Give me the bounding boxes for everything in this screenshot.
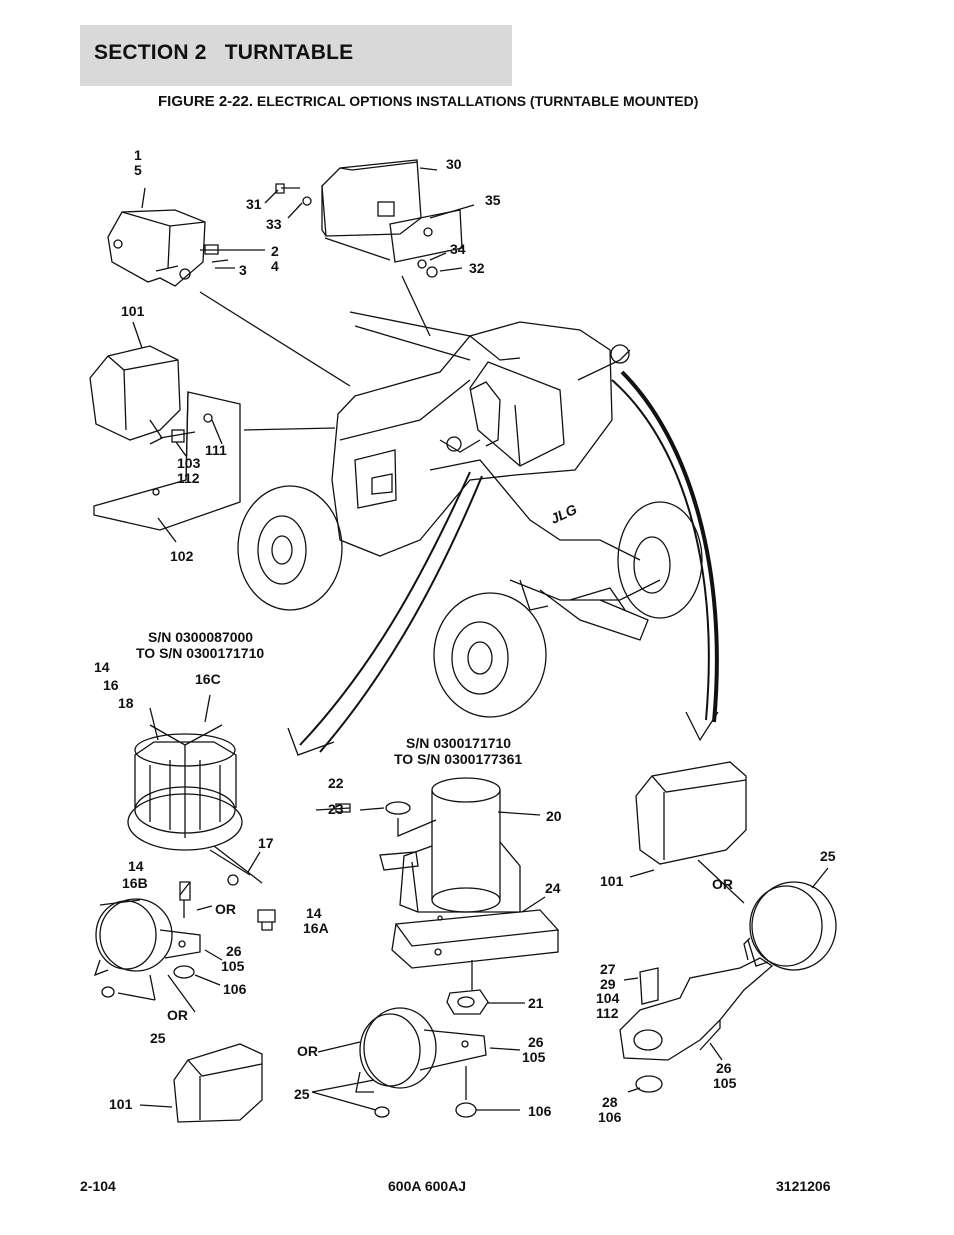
callout-101-bottom: 101 bbox=[109, 1096, 133, 1112]
top-lamp-drawing bbox=[321, 159, 463, 263]
callout-104: 104 bbox=[596, 990, 620, 1006]
callout-25-right: 25 bbox=[820, 848, 836, 864]
callout-106-left: 106 bbox=[223, 981, 247, 997]
serial-left-line2: TO S/N 0300171710 bbox=[136, 645, 264, 661]
right-lamp-drawing bbox=[619, 761, 837, 1093]
callout-16a: 16A bbox=[303, 920, 329, 936]
callout-3: 3 bbox=[239, 262, 247, 278]
callout-102: 102 bbox=[170, 548, 194, 564]
figure-number: FIGURE 2-22. bbox=[158, 93, 254, 110]
callout-27: 27 bbox=[600, 961, 616, 977]
figure-title: ELECTRICAL OPTIONS INSTALLATIONS (TURNTA… bbox=[256, 93, 699, 109]
section-label: SECTION 2 bbox=[94, 41, 207, 64]
callout-or-2: OR bbox=[167, 1007, 188, 1023]
callout-23: 23 bbox=[328, 801, 344, 817]
callout-106-right: 106 bbox=[598, 1109, 622, 1125]
serial-mid-line2: TO S/N 0300177361 bbox=[394, 751, 522, 767]
callout-14: 14 bbox=[94, 659, 110, 675]
callout-29: 29 bbox=[600, 976, 616, 992]
callout-105-mid: 105 bbox=[522, 1049, 546, 1065]
callout-111: 111 bbox=[205, 442, 227, 458]
callout-5: 5 bbox=[134, 162, 142, 178]
callout-35: 35 bbox=[485, 192, 501, 208]
callout-112-right: 112 bbox=[596, 1005, 619, 1021]
callout-34: 34 bbox=[450, 241, 466, 257]
callout-or-right: OR bbox=[712, 876, 733, 892]
callout-25-left: 25 bbox=[150, 1030, 166, 1046]
footer-doc-number: 3121206 bbox=[776, 1178, 831, 1194]
footer-model: 600A 600AJ bbox=[388, 1178, 467, 1194]
section-name: TURNTABLE bbox=[224, 41, 354, 64]
footer-page-number: 2-104 bbox=[80, 1178, 116, 1194]
beacon-bracket-drawing bbox=[107, 209, 206, 287]
middle-beacon-drawing bbox=[315, 777, 560, 1118]
callout-28: 28 bbox=[602, 1094, 618, 1110]
callout-21: 21 bbox=[528, 995, 544, 1011]
callout-2: 2 bbox=[271, 243, 279, 259]
callout-112-left: 112 bbox=[177, 470, 200, 486]
callout-or-1: OR bbox=[215, 901, 236, 917]
left-beacon-drawing bbox=[93, 724, 276, 1123]
callout-105-left: 105 bbox=[221, 958, 245, 974]
callout-103: 103 bbox=[177, 455, 201, 471]
callout-101-left: 101 bbox=[121, 303, 145, 319]
callout-25-mid: 25 bbox=[294, 1086, 310, 1102]
section-header-bar: SECTION 2 TURNTABLE bbox=[80, 25, 512, 86]
callout-14-c: 14 bbox=[306, 905, 322, 921]
callout-26-right: 26 bbox=[716, 1060, 732, 1076]
serial-mid-line1: S/N 0300171710 bbox=[406, 735, 511, 751]
callout-18: 18 bbox=[118, 695, 134, 711]
callout-106-mid: 106 bbox=[528, 1103, 552, 1119]
callout-26-left: 26 bbox=[226, 943, 242, 959]
callout-17: 17 bbox=[258, 835, 274, 851]
callout-1: 1 bbox=[134, 147, 142, 163]
callout-4: 4 bbox=[271, 258, 279, 274]
callout-14-b: 14 bbox=[128, 858, 144, 874]
figure-caption: FIGURE 2-22. ELECTRICAL OPTIONS INSTALLA… bbox=[158, 93, 698, 110]
callout-16c: 16C bbox=[195, 671, 221, 687]
callout-101-right: 101 bbox=[600, 873, 624, 889]
callout-16: 16 bbox=[103, 677, 119, 693]
turntable-machine-drawing bbox=[237, 311, 703, 718]
callout-105-right: 105 bbox=[713, 1075, 737, 1091]
brand-mark: JLG bbox=[548, 501, 580, 527]
section-title: SECTION 2 TURNTABLE bbox=[94, 41, 353, 65]
callout-or-mid: OR bbox=[297, 1043, 318, 1059]
callout-30: 30 bbox=[446, 156, 462, 172]
callout-33: 33 bbox=[266, 216, 282, 232]
callout-20: 20 bbox=[546, 808, 562, 824]
serial-left-line1: S/N 0300087000 bbox=[148, 629, 253, 645]
left-lamp-drawing bbox=[89, 345, 241, 531]
callout-32: 32 bbox=[469, 260, 485, 276]
callout-16b: 16B bbox=[122, 875, 148, 891]
callout-labels: 1 5 30 31 33 35 2 4 3 34 32 101 111 103 … bbox=[94, 147, 836, 1125]
callout-26-mid: 26 bbox=[528, 1034, 544, 1050]
callout-24: 24 bbox=[545, 880, 561, 896]
callout-31: 31 bbox=[246, 196, 262, 212]
callout-22: 22 bbox=[328, 775, 344, 791]
